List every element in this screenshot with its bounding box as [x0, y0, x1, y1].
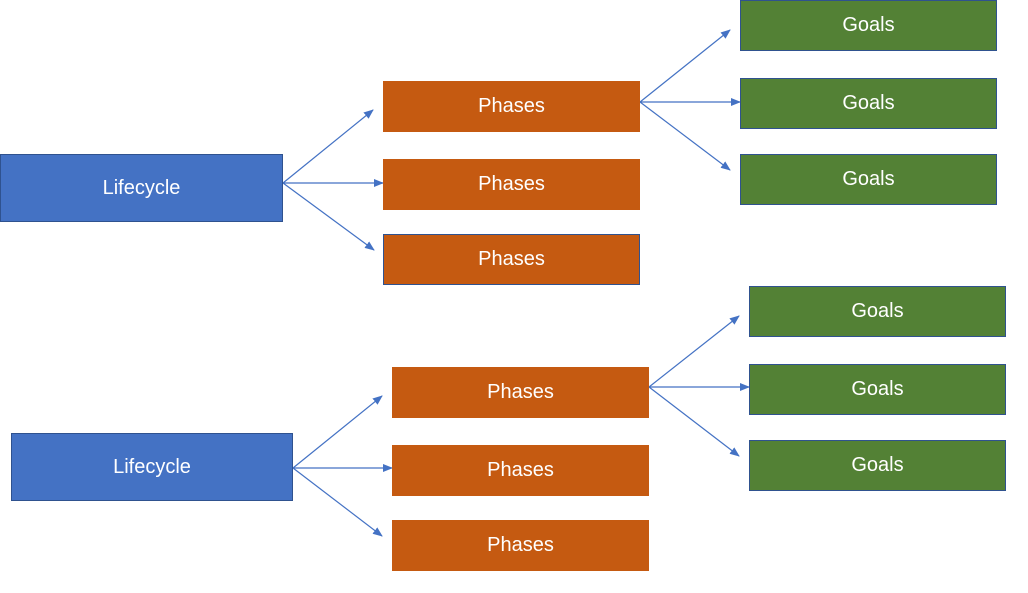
lifecycle-label-1: Lifecycle	[102, 176, 181, 199]
phase-box-3: Phases	[383, 234, 640, 285]
goal-label-1: Goals	[842, 14, 895, 36]
goal-box-2: Goals	[740, 78, 997, 129]
phase-label-3: Phases	[478, 248, 545, 270]
arrow-lifecycle-1-to-phase-1	[282, 109, 374, 184]
arrow-lifecycle-1-to-phase-3	[282, 182, 375, 251]
lifecycle-box-1: Lifecycle	[0, 154, 283, 222]
goal-box-5: Goals	[749, 364, 1006, 415]
goal-label-5: Goals	[851, 378, 904, 400]
arrow-phase-4-to-goal-4	[648, 315, 740, 388]
phase-box-1: Phases	[383, 81, 640, 132]
phase-label-2: Phases	[478, 173, 545, 195]
phase-label-6: Phases	[487, 534, 554, 556]
phase-label-4: Phases	[487, 381, 554, 403]
arrow-lifecycle-2-to-phase-3	[292, 467, 383, 537]
arrow-phase-4-to-goal-6	[648, 386, 740, 457]
goal-box-4: Goals	[749, 286, 1006, 337]
arrow-lifecycle-2-to-phase-1	[292, 395, 383, 469]
goal-box-3: Goals	[740, 154, 997, 205]
arrow-phase-1-to-goal-1	[639, 29, 731, 103]
phase-box-5: Phases	[392, 445, 649, 496]
phase-label-1: Phases	[478, 95, 545, 117]
phase-box-4: Phases	[392, 367, 649, 418]
phase-box-6: Phases	[392, 520, 649, 571]
lifecycle-label-2: Lifecycle	[113, 455, 191, 478]
arrow-phase-1-to-goal-3	[639, 101, 731, 171]
goal-box-1: Goals	[740, 0, 997, 51]
goal-label-4: Goals	[851, 300, 904, 322]
goal-box-6: Goals	[749, 440, 1006, 491]
lifecycle-box-2: Lifecycle	[11, 433, 293, 501]
phase-label-5: Phases	[487, 459, 554, 481]
goal-label-2: Goals	[842, 92, 895, 114]
phase-box-2: Phases	[383, 159, 640, 210]
goal-label-6: Goals	[851, 454, 904, 476]
goal-label-3: Goals	[842, 168, 895, 190]
